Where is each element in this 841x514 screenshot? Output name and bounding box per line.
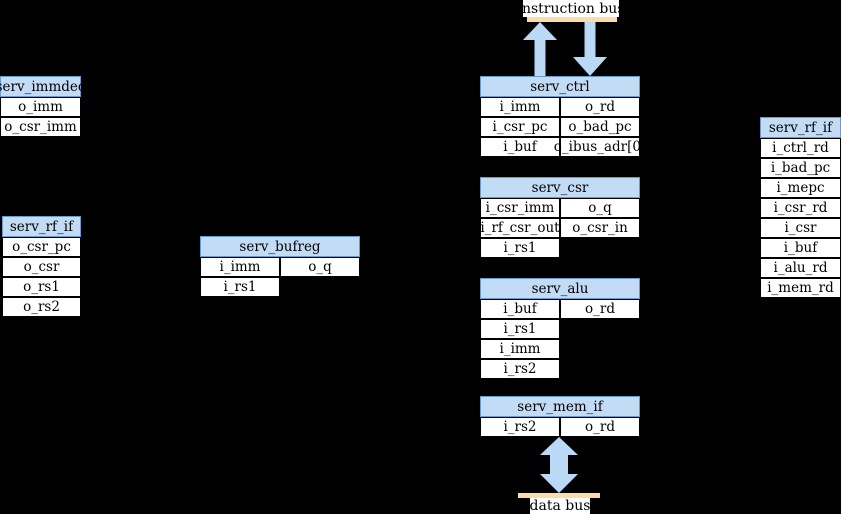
port-cell: i_rs2 [480,359,560,379]
port-cell: o_csr_imm [0,117,81,137]
port-row: i_ctrl_rd [760,138,841,158]
port-row: i_bad_pc [760,158,841,178]
instruction-bus-label: instruction bus [517,0,625,17]
module-title: serv_alu [480,278,640,299]
module-title: serv_immdec [0,76,85,97]
port-cell: i_rs1 [200,277,280,297]
port-cell: o_q [280,257,360,277]
port-cell: o_rd [560,299,640,319]
port-cell: i_bad_pc [760,158,841,178]
port-row: i_rs1 [480,238,640,258]
port-row: o_csr [2,257,81,277]
port-cell: i_csr_pc [480,117,560,137]
port-cell: i_alu_rd [760,258,841,278]
port-cell: o_imm [0,97,81,117]
port-cell: i_csr_rd [760,198,841,218]
data-bus-label: data bus [529,498,591,514]
port-cell: o_rd [560,97,640,117]
instruction-bus-down-arrow-icon [573,22,607,76]
port-cell: i_buf [480,299,560,319]
port-row: o_rs2 [2,297,81,317]
module-title: serv_rf_if [760,117,841,138]
port-row: o_csr_pc [2,237,81,257]
port-row: o_rs1 [2,277,81,297]
module-title: serv_bufreg [200,236,360,257]
port-cell: i_imm [480,339,560,359]
port-row: i_rs2 [480,359,640,379]
port-row: i_csr_rd [760,198,841,218]
port-cell: i_rs1 [480,319,560,339]
port-row: i_mepc [760,178,841,198]
port-cell: i_csr_imm [480,198,560,218]
port-cell: i_mepc [760,178,841,198]
port-cell: o_csr_pc [2,237,81,257]
port-cell: i_csr [760,218,841,238]
port-row: i_rs1 [200,277,360,297]
port-cell: i_buf [760,238,841,258]
instruction-bus-up-arrow-icon [523,22,557,76]
port-cell: i_imm [200,257,280,277]
port-row: i_buf [760,238,841,258]
port-row: o_csr_imm [0,117,81,137]
port-cell: i_rf_csr_out [480,218,560,238]
port-cell: o_csr [2,257,81,277]
data-bus-bar [518,493,600,498]
port-cell: o_ibus_adr[0] [553,137,647,157]
module-title: serv_ctrl [480,76,640,97]
port-cell: o_rs2 [2,297,81,317]
port-cell: o_rs1 [2,277,81,297]
port-cell: i_ctrl_rd [760,138,841,158]
port-row: i_mem_rd [760,278,841,298]
port-cell: o_bad_pc [560,117,640,137]
port-cell: i_rs2 [480,417,560,437]
port-row: i_imm [480,339,640,359]
module-title: serv_mem_if [480,396,640,417]
instruction-bus-bar [527,17,617,22]
port-cell: i_rs1 [480,238,560,258]
port-row: i_rs1 [480,319,640,339]
port-row: i_csr [760,218,841,238]
port-cell: o_rd [560,417,640,437]
port-cell: o_csr_in [560,218,640,238]
data-bus-double-arrow-icon [540,437,578,493]
port-cell: i_imm [480,97,560,117]
port-cell: o_q [560,198,640,218]
port-row: i_alu_rd [760,258,841,278]
module-title: serv_csr [480,177,640,198]
port-row: o_imm [0,97,81,117]
module-title: serv_rf_if [2,216,81,237]
port-cell: i_mem_rd [760,278,841,298]
port-cell: i_buf [480,137,560,157]
